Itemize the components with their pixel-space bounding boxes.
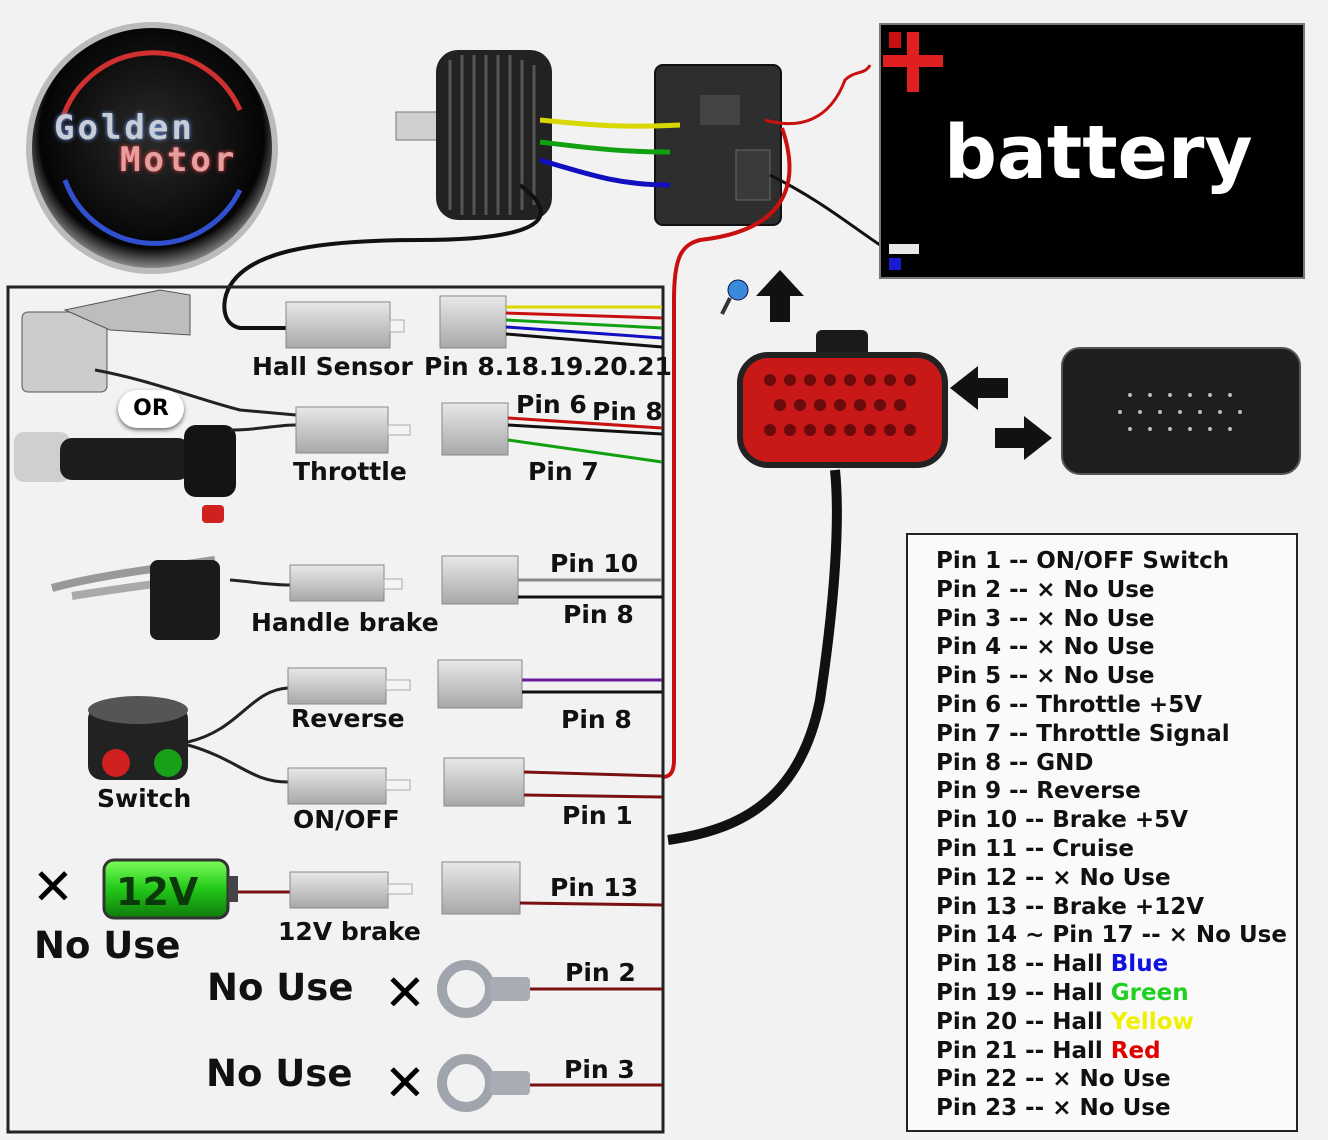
arrow-left-icon [950,366,1008,410]
on-off-pin1-label: Pin 1 [562,801,633,830]
ring-terminals [437,960,530,1112]
throttle-pin7-label: Pin 7 [528,457,599,486]
battery-label: battery [944,110,1253,196]
legend-item-text: Pin 21 -- Hall [936,1037,1111,1064]
brake-pin8-label: Pin 8 [563,600,634,629]
legend-item: Pin 6 -- Throttle +5V [936,691,1202,718]
legend-item: Pin 9 -- Reverse [936,778,1141,805]
twist-throttle [14,425,236,523]
battery-12v-label: 12V [116,870,199,914]
reverse-label: Reverse [291,704,405,733]
on-off-red-wire [661,127,792,779]
legend-color-word: Green [1110,979,1189,1006]
x-icon: ✕ [384,1054,426,1112]
legend-item: Pin 23 -- × No Use [936,1095,1171,1122]
hall-harness-wire [222,183,543,330]
controller [654,64,782,226]
logo-text-motor: Motor [120,140,238,180]
x-icon: ✕ [384,964,426,1022]
legend-item-text: Pin 20 -- Hall [936,1008,1111,1035]
phase-wires [539,117,681,188]
legend-item: Pin 7 -- Throttle Signal [936,720,1230,747]
controller-socket [1061,347,1301,475]
left-connectors [285,301,413,909]
legend-item: Pin 21 -- Hall Red [936,1037,1287,1066]
legend-item: Pin 1 -- ON/OFF Switch [936,548,1230,574]
hall-pins-label: Pin 8.18.19.20.21 [424,352,672,381]
legend-color-word: Yellow [1110,1008,1194,1035]
legend-color-word: Blue [1110,951,1169,978]
hall-sensor-label: Hall Sensor [252,352,413,381]
legend-item: Pin 5 -- × No Use [936,663,1155,690]
harness-connector-23pin [667,330,948,845]
switch-label: Switch [97,784,192,813]
legend-item: Pin 12 -- × No Use [936,864,1171,891]
legend-color-word: Red [1110,1037,1161,1064]
magnifier-icon [720,279,749,315]
legend-item: Pin 10 -- Brake +5V [936,807,1188,834]
legend-item: Pin 20 -- Hall Yellow [936,1008,1287,1037]
pin3-label: Pin 3 [564,1055,635,1084]
battery-box [879,23,1305,279]
legend-item: Pin 22 -- × No Use [936,1066,1171,1093]
legend-item: Pin 3 -- × No Use [936,605,1155,632]
pin-legend-list: Pin 1 -- ON/OFF Switch Pin 2 -- × No Use… [936,547,1287,1123]
legend-item-text: Pin 19 -- Hall [936,979,1111,1006]
legend-item-text: Pin 18 -- Hall [936,951,1111,978]
legend-item: Pin 19 -- Hall Green [936,979,1287,1008]
throttle-pin8-label: Pin 8 [592,397,663,426]
throttle-pedal [21,289,191,393]
no-use-12v-label: No Use [34,924,181,967]
legend-item: Pin 4 -- × No Use [936,634,1155,661]
hub-motor [395,50,552,220]
arrow-up-icon [756,270,804,322]
pin-legend: Pin 1 -- ON/OFF Switch Pin 2 -- × No Use… [906,533,1298,1132]
brake-12v-pin13-label: Pin 13 [550,873,639,902]
reverse-pin8-label: Pin 8 [561,705,632,734]
or-badge: OR [118,390,184,428]
right-connectors [437,295,525,915]
harness-wires [505,305,663,1087]
legend-item: Pin 14 ~ Pin 17 -- × No Use [936,922,1287,949]
logo-text-golden: Golden [54,108,195,148]
switch-unit [88,696,188,780]
battery-12v-icon [102,858,238,920]
no-use-pin3-label: No Use [206,1052,353,1095]
brake-levers [50,556,220,640]
arrow-right-icon [995,416,1052,460]
golden-motor-logo [26,22,278,274]
connections-panel [6,285,665,1134]
legend-item: Pin 18 -- Hall Blue [936,950,1287,979]
brake-pin10-label: Pin 10 [550,549,639,578]
pin2-label: Pin 2 [565,958,636,987]
legend-item: Pin 2 -- × No Use [936,576,1155,603]
no-use-pin2-label: No Use [207,966,354,1009]
brake-12v-label: 12V brake [278,917,421,946]
x-icon: ✕ [32,858,74,916]
handle-brake-label: Handle brake [251,608,439,637]
throttle-label: Throttle [293,457,407,486]
throttle-pin6-label: Pin 6 [516,390,587,419]
legend-item: Pin 13 -- Brake +12V [936,893,1204,920]
legend-item: Pin 11 -- Cruise [936,835,1135,862]
legend-item: Pin 8 -- GND [936,749,1094,776]
on-off-label: ON/OFF [293,805,400,834]
battery-positive-lead [764,64,872,126]
